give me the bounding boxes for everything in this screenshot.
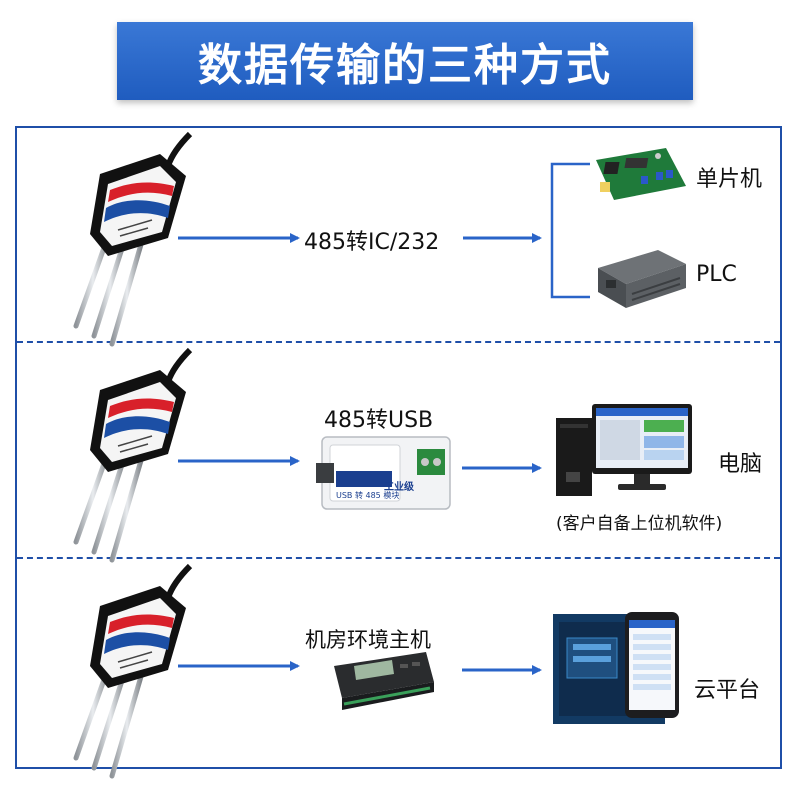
row-divider-2 [17, 557, 780, 559]
diagram-frame [15, 126, 782, 769]
title-banner: 数据传输的三种方式 [117, 22, 693, 100]
converter-label-row2: 485转USB [324, 408, 434, 433]
usb-device-text: 工业级 [384, 482, 414, 493]
plc-module-icon [598, 250, 686, 308]
row-divider-1 [17, 341, 780, 343]
branch-bracket [550, 162, 590, 299]
usb-device-side-text: USB [356, 460, 377, 470]
soil-sensor-icon [76, 350, 190, 560]
target-label-mcu: 单片机 [696, 167, 763, 192]
desktop-computer-icon [556, 404, 692, 496]
microcontroller-board-icon [596, 148, 686, 200]
soil-sensor-icon [76, 566, 190, 776]
converter-label-row3: 机房环境主机 [305, 628, 431, 652]
target-label-computer: 电脑 [718, 452, 763, 477]
usb-device-subtext: USB 转 485 模块 [336, 491, 400, 500]
usb-converter-icon [316, 436, 451, 510]
environment-host-icon [334, 652, 434, 710]
target-note-computer: (客户自备上位机软件) [556, 514, 723, 534]
cloud-platform-icon [553, 612, 679, 724]
target-label-plc: PLC [696, 262, 737, 287]
target-label-cloud: 云平台 [694, 678, 761, 703]
soil-sensor-icon [76, 134, 190, 344]
page-title: 数据传输的三种方式 [198, 40, 612, 91]
converter-label-row1: 485转IC/232 [304, 230, 440, 255]
